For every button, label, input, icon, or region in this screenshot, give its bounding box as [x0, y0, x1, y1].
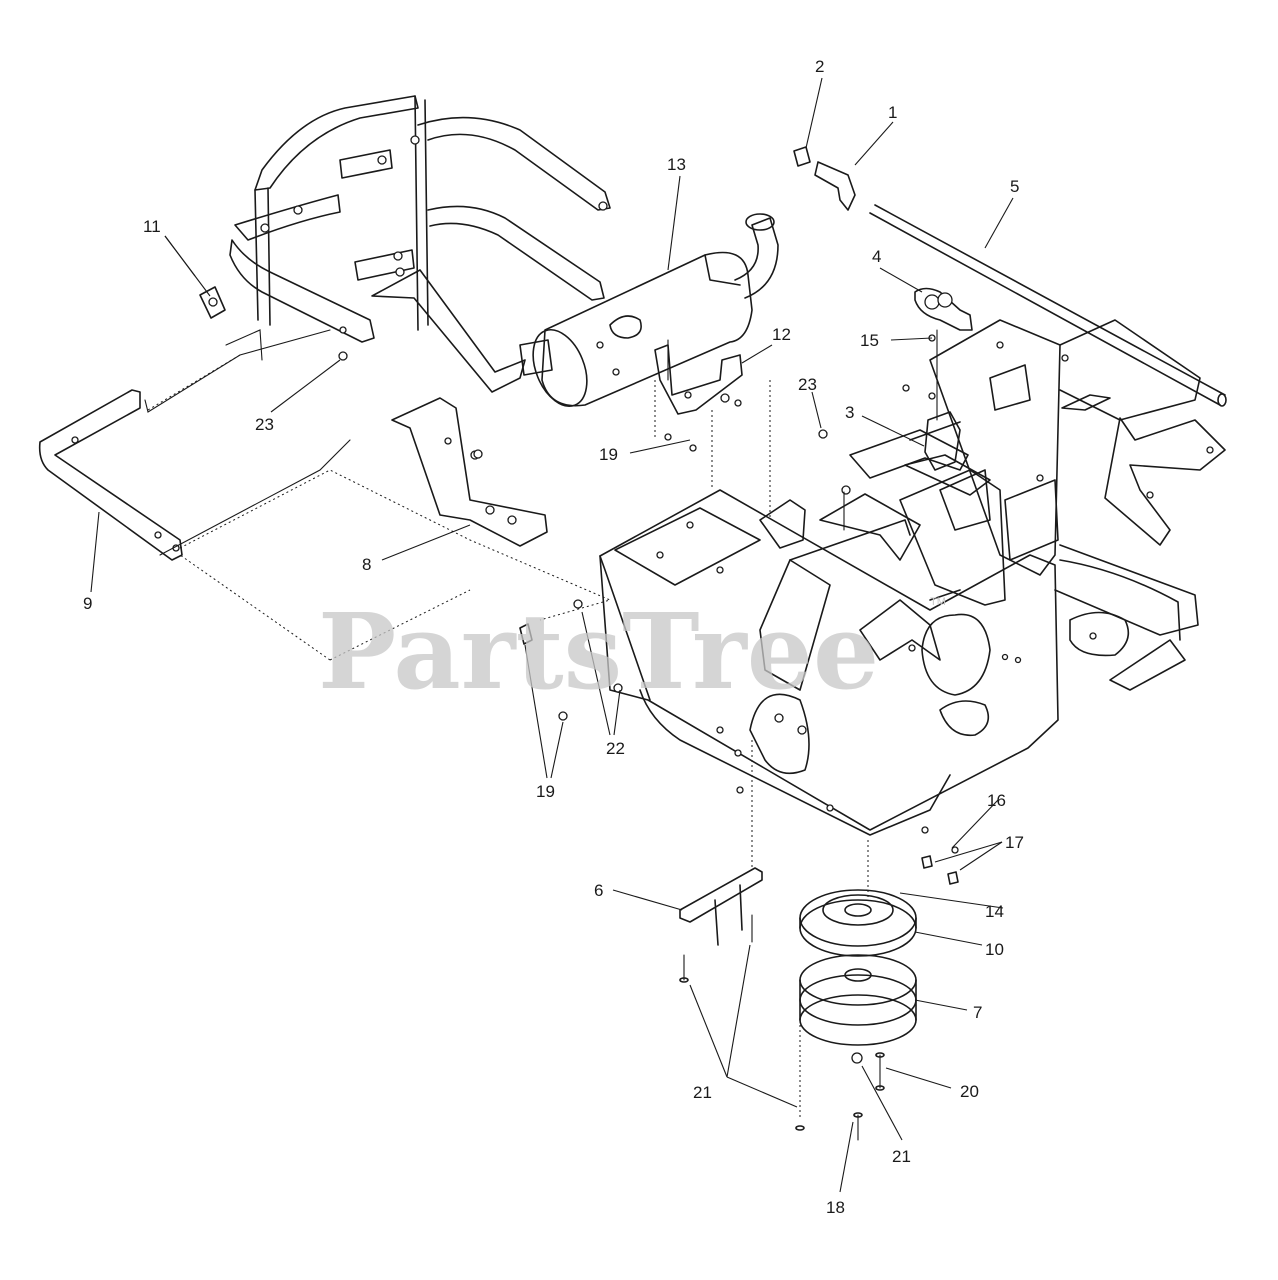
chassis-frame	[599, 319, 1226, 836]
callout-11: 11	[143, 217, 161, 236]
callout-1: 1	[888, 103, 897, 122]
callout-14: 14	[985, 902, 1004, 921]
callout-9: 9	[83, 594, 92, 613]
handle-frame	[229, 95, 611, 393]
callout-16: 16	[987, 791, 1006, 810]
fuel-line-5	[869, 204, 1227, 407]
callout-8: 8	[362, 555, 371, 574]
plate-6	[679, 740, 763, 946]
elbow-1	[814, 161, 856, 211]
watermark-trademark: TM	[930, 596, 946, 608]
valve-4	[902, 287, 973, 421]
watermark: PartsTree TM	[318, 590, 946, 713]
callout-6: 6	[594, 881, 603, 900]
callout-22: 22	[606, 739, 625, 758]
clutch-7	[799, 954, 917, 1046]
floor-pan	[147, 329, 612, 661]
callout-21a: 21	[693, 1083, 712, 1102]
callout-12: 12	[772, 325, 791, 344]
callout-13: 13	[667, 155, 686, 174]
hardware	[199, 286, 959, 1141]
muffler	[519, 213, 779, 407]
fitting-2	[793, 146, 811, 167]
callout-10: 10	[985, 940, 1004, 959]
watermark-text: PartsTree	[318, 590, 879, 713]
callout-20: 20	[960, 1082, 979, 1101]
callout-labels: 2 1 5 4 15 3 13 12 23 11 23 19 8 9 22 19…	[83, 57, 1024, 1217]
part-3-bracket	[909, 411, 961, 471]
callout-23a: 23	[255, 415, 274, 434]
callout-2: 2	[815, 57, 824, 76]
callout-19a: 19	[599, 445, 618, 464]
callout-18: 18	[826, 1198, 845, 1217]
callout-19b: 19	[536, 782, 555, 801]
callout-3: 3	[845, 403, 854, 422]
bracket-8	[391, 397, 548, 547]
callout-4: 4	[872, 247, 881, 266]
footrest	[38, 329, 351, 561]
callout-7: 7	[973, 1003, 982, 1022]
callout-23b: 23	[798, 375, 817, 394]
leader-lines	[90, 77, 1014, 1193]
idler-pulley-10	[799, 889, 917, 957]
callout-17: 17	[1005, 833, 1024, 852]
callout-5: 5	[1010, 177, 1019, 196]
callout-15: 15	[860, 331, 879, 350]
bracket-12	[654, 339, 771, 520]
callout-21b: 21	[892, 1147, 911, 1166]
